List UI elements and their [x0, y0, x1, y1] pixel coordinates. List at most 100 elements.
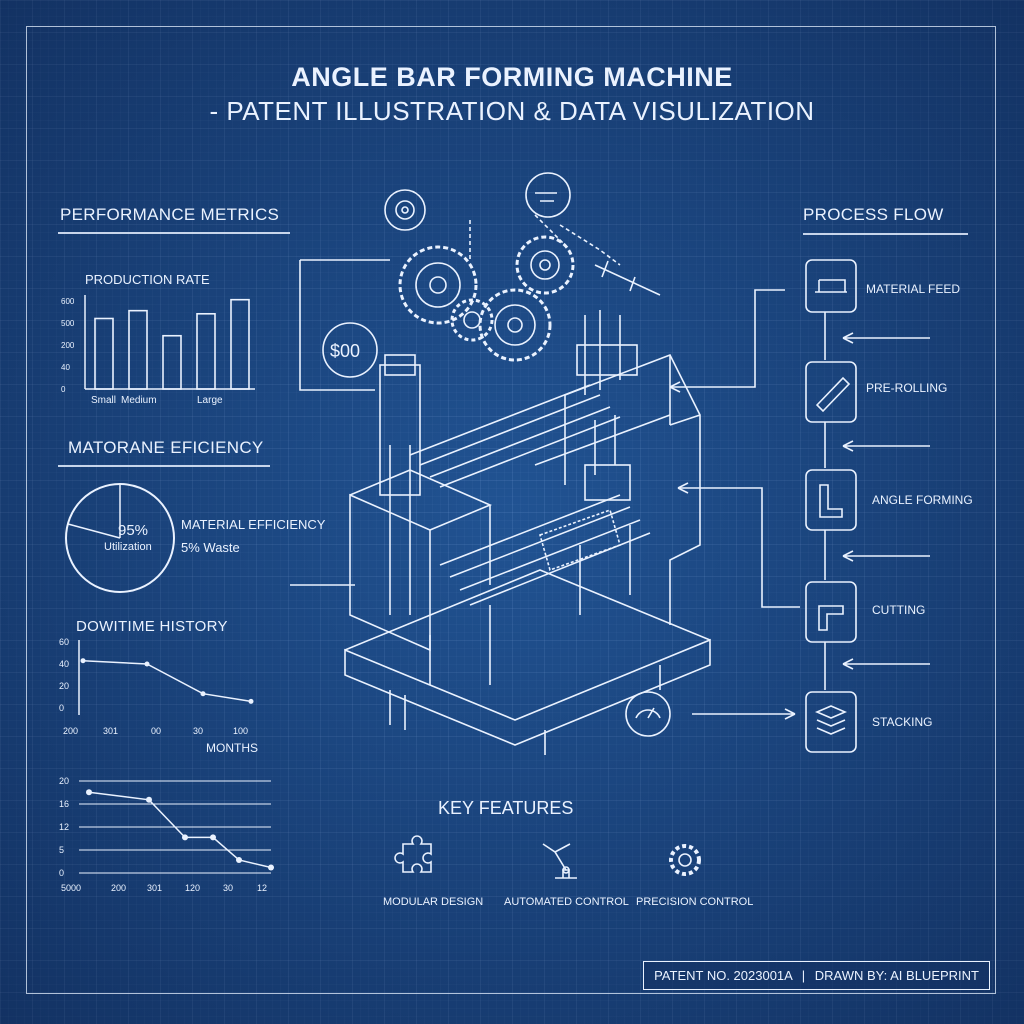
production-rate-y-tick: 500 — [61, 319, 75, 328]
step-stacking: STACKING — [872, 715, 933, 729]
counter-label: $00 — [330, 341, 360, 361]
angle-forming-glyph — [819, 484, 843, 518]
efficiency-pct: 95% — [118, 522, 149, 539]
production-rate-xlabel-large: Large — [197, 395, 223, 406]
connector-cut-arrow — [677, 482, 689, 494]
stacking-icon — [805, 691, 857, 753]
flow-arrow-3 — [842, 550, 930, 562]
connector-feed-arrow — [669, 381, 681, 393]
caliper-tool — [594, 260, 661, 296]
performance-metrics-title: PERFORMANCE METRICS — [60, 205, 280, 224]
pre-rolling-glyph — [815, 376, 851, 413]
feature-icons — [394, 835, 701, 879]
downtime-point — [80, 658, 86, 664]
gear-icon — [669, 844, 701, 876]
production-rate-bars — [94, 298, 250, 390]
patent-number: PATENT NO. 2023001A — [654, 968, 793, 983]
trend-points — [86, 789, 274, 871]
machine-body — [344, 310, 711, 755]
trend-point — [268, 864, 274, 871]
production-rate-bar — [196, 312, 216, 390]
efficiency-pie — [65, 483, 175, 593]
flow-arrow-2 — [842, 440, 930, 452]
efficiency-rule — [58, 465, 270, 467]
downtime-title: DOWITIME HISTORY — [76, 618, 228, 635]
gauge-needle — [635, 707, 661, 719]
downtime-y-tick: 60 — [59, 637, 69, 647]
trend-y-tick: 16 — [59, 799, 69, 809]
trend-y-tick: 12 — [59, 822, 69, 832]
machine-illustration: $00 — [290, 172, 711, 755]
gear-large-right — [478, 288, 552, 362]
tool-circle-icon — [525, 172, 571, 218]
robot-arm-joint — [562, 866, 570, 874]
trend-x-tick: 30 — [223, 883, 233, 893]
efficiency-label: MATERIAL EFFICIENCY — [181, 517, 326, 532]
production-rate-y-tick: 0 — [61, 385, 66, 394]
production-rate-bar — [94, 317, 114, 390]
waste-label: 5% Waste — [181, 540, 240, 555]
downtime-point — [200, 691, 206, 697]
flow-connectors — [669, 289, 800, 608]
drawing-frame — [26, 26, 996, 994]
step-cutting: CUTTING — [872, 603, 926, 617]
downtime-points — [80, 658, 254, 704]
trend-x-tick: 5000 — [61, 883, 81, 893]
trend-x-tick: 12 — [257, 883, 267, 893]
step-pre-rolling: PRE-ROLLING — [866, 381, 948, 395]
drawn-by: DRAWN BY: AI BLUEPRINT — [814, 968, 979, 983]
trend-point — [86, 789, 92, 796]
pre-rolling-icon — [805, 361, 857, 423]
trend-y-tick: 5 — [59, 845, 64, 855]
months-label: MONTHS — [206, 741, 258, 755]
angle-forming-icon — [805, 469, 857, 531]
downtime-x-tick: 30 — [193, 726, 203, 736]
downtime-point — [144, 661, 150, 667]
leader-left-top — [299, 260, 375, 391]
production-rate-title: PRODUCTION RATE — [85, 272, 210, 287]
feature-modular-design: MODULAR DESIGN — [383, 896, 484, 908]
production-rate-y-tick: 40 — [61, 363, 70, 372]
cutting-glyph — [818, 605, 844, 631]
stamp-separator: | — [801, 968, 806, 983]
material-feed-icon — [805, 259, 857, 313]
feature-precision-control: PRECISION CONTROL — [636, 896, 754, 908]
production-rate-bar — [128, 309, 148, 390]
trend-line — [88, 791, 272, 869]
step-material-feed: MATERIAL FEED — [866, 282, 961, 296]
production-rate-bar — [230, 298, 250, 390]
downtime-x-tick: 200 — [63, 726, 78, 736]
patent-stamp: PATENT NO. 2023001A | DRAWN BY: AI BLUEP… — [643, 961, 990, 990]
puzzle-icon — [394, 835, 432, 873]
flow-arrow-1 — [842, 332, 930, 344]
downtime-point — [248, 698, 254, 704]
dashed-leader-3 — [559, 224, 621, 266]
trend-point — [236, 856, 242, 863]
production-rate-y-tick: 600 — [61, 297, 75, 306]
robot-arm-icon — [542, 843, 577, 879]
connector-cut — [678, 487, 800, 608]
process-flow — [805, 259, 930, 753]
gauge-connector — [625, 691, 796, 737]
gear-circle-icon — [384, 189, 426, 231]
feature-automated-control: AUTOMATED CONTROL — [504, 896, 629, 908]
step-angle-forming: ANGLE FORMING — [872, 493, 973, 507]
cutting-icon — [805, 581, 857, 643]
pie-divider-2 — [67, 523, 121, 539]
flow-arrow-4 — [842, 658, 930, 670]
trend-y-tick: 20 — [59, 776, 69, 786]
page-subtitle: - PATENT ILLUSTRATION & DATA VISULIZATIO… — [209, 96, 815, 126]
performance-rule — [58, 232, 290, 234]
gauge-arrow — [692, 708, 796, 720]
counter-circle — [322, 322, 378, 378]
trend-x-tick: 120 — [185, 883, 200, 893]
production-rate-xlabel-small: Small — [91, 395, 116, 406]
downtime-y-tick: 20 — [59, 681, 69, 691]
downtime-x-tick: 100 — [233, 726, 248, 736]
